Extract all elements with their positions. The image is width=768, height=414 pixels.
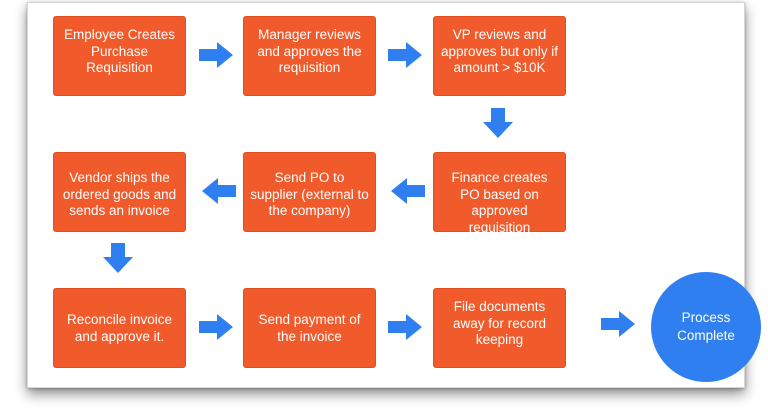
step-label: File documents away for record keeping [452,299,547,347]
arrow-down-icon [103,243,133,273]
arrow-left-icon [202,178,236,204]
step-reconcile-invoice: Reconcile invoice and approve it. [53,288,186,368]
process-complete-circle: Process Complete [651,272,761,382]
arrow-right-icon [388,42,422,68]
step-send-po: Send PO to supplier (external to the com… [243,152,376,232]
arrow-right-icon [199,314,233,340]
step-vendor-ships: Vendor ships the ordered goods and sends… [53,152,186,232]
arrow-right-icon [601,311,635,337]
step-send-payment: Send payment of the invoice [243,288,376,368]
step-manager-reviews: Manager reviews and approves the requisi… [243,16,376,96]
step-label: Send payment of the invoice [258,312,361,344]
step-vp-reviews: VP reviews and approves but only if amou… [433,16,566,96]
arrow-right-icon [199,42,233,68]
step-label: Finance creates PO based on approved req… [451,170,548,235]
step-label: Send PO to supplier (external to the com… [250,170,369,218]
step-finance-creates-po: Finance creates PO based on approved req… [433,152,566,235]
step-file-documents: File documents away for record keeping [433,288,566,368]
step-label: Employee Creates Purchase Requisition [63,27,176,75]
step-label: Reconcile invoice and approve it. [66,312,173,344]
step-label: VP reviews and approves but only if amou… [440,27,559,75]
process-complete-label: Process Complete [677,310,735,343]
step-label: Vendor ships the ordered goods and sends… [62,170,177,218]
arrow-left-icon [391,178,425,204]
arrow-down-icon [483,108,513,138]
step-employee-creates-requisition: Employee Creates Purchase Requisition [53,16,186,96]
step-label: Manager reviews and approves the requisi… [257,27,362,75]
arrow-right-icon [388,314,422,340]
